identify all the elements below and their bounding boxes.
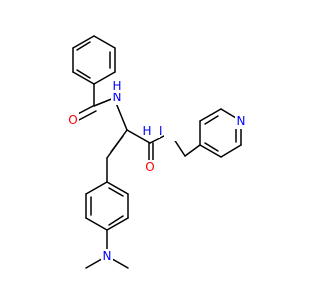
benzoyl-ring xyxy=(72,35,116,85)
aryl-ring xyxy=(85,157,129,231)
pyridine-ring xyxy=(199,108,242,158)
hydrogen-label-amide-2: H xyxy=(142,124,151,138)
benzoyl-carbonyl xyxy=(73,83,115,122)
atom-labels: O N H N H O N N xyxy=(67,79,247,264)
nitrogen-label-pyridine: N xyxy=(237,114,246,128)
structure-diagram: O N H N H O N N xyxy=(67,35,247,269)
molecule-canvas: O N H N H O N N xyxy=(67,35,247,269)
nitrogen-label-dimethylamino: N xyxy=(103,249,112,263)
oxygen-label-benzoyl: O xyxy=(68,113,77,127)
nitrogen-label-amide-1: N xyxy=(113,90,122,104)
hydrogen-label-amide-1: H xyxy=(112,79,121,93)
oxygen-label-amide-2: O xyxy=(145,160,154,174)
